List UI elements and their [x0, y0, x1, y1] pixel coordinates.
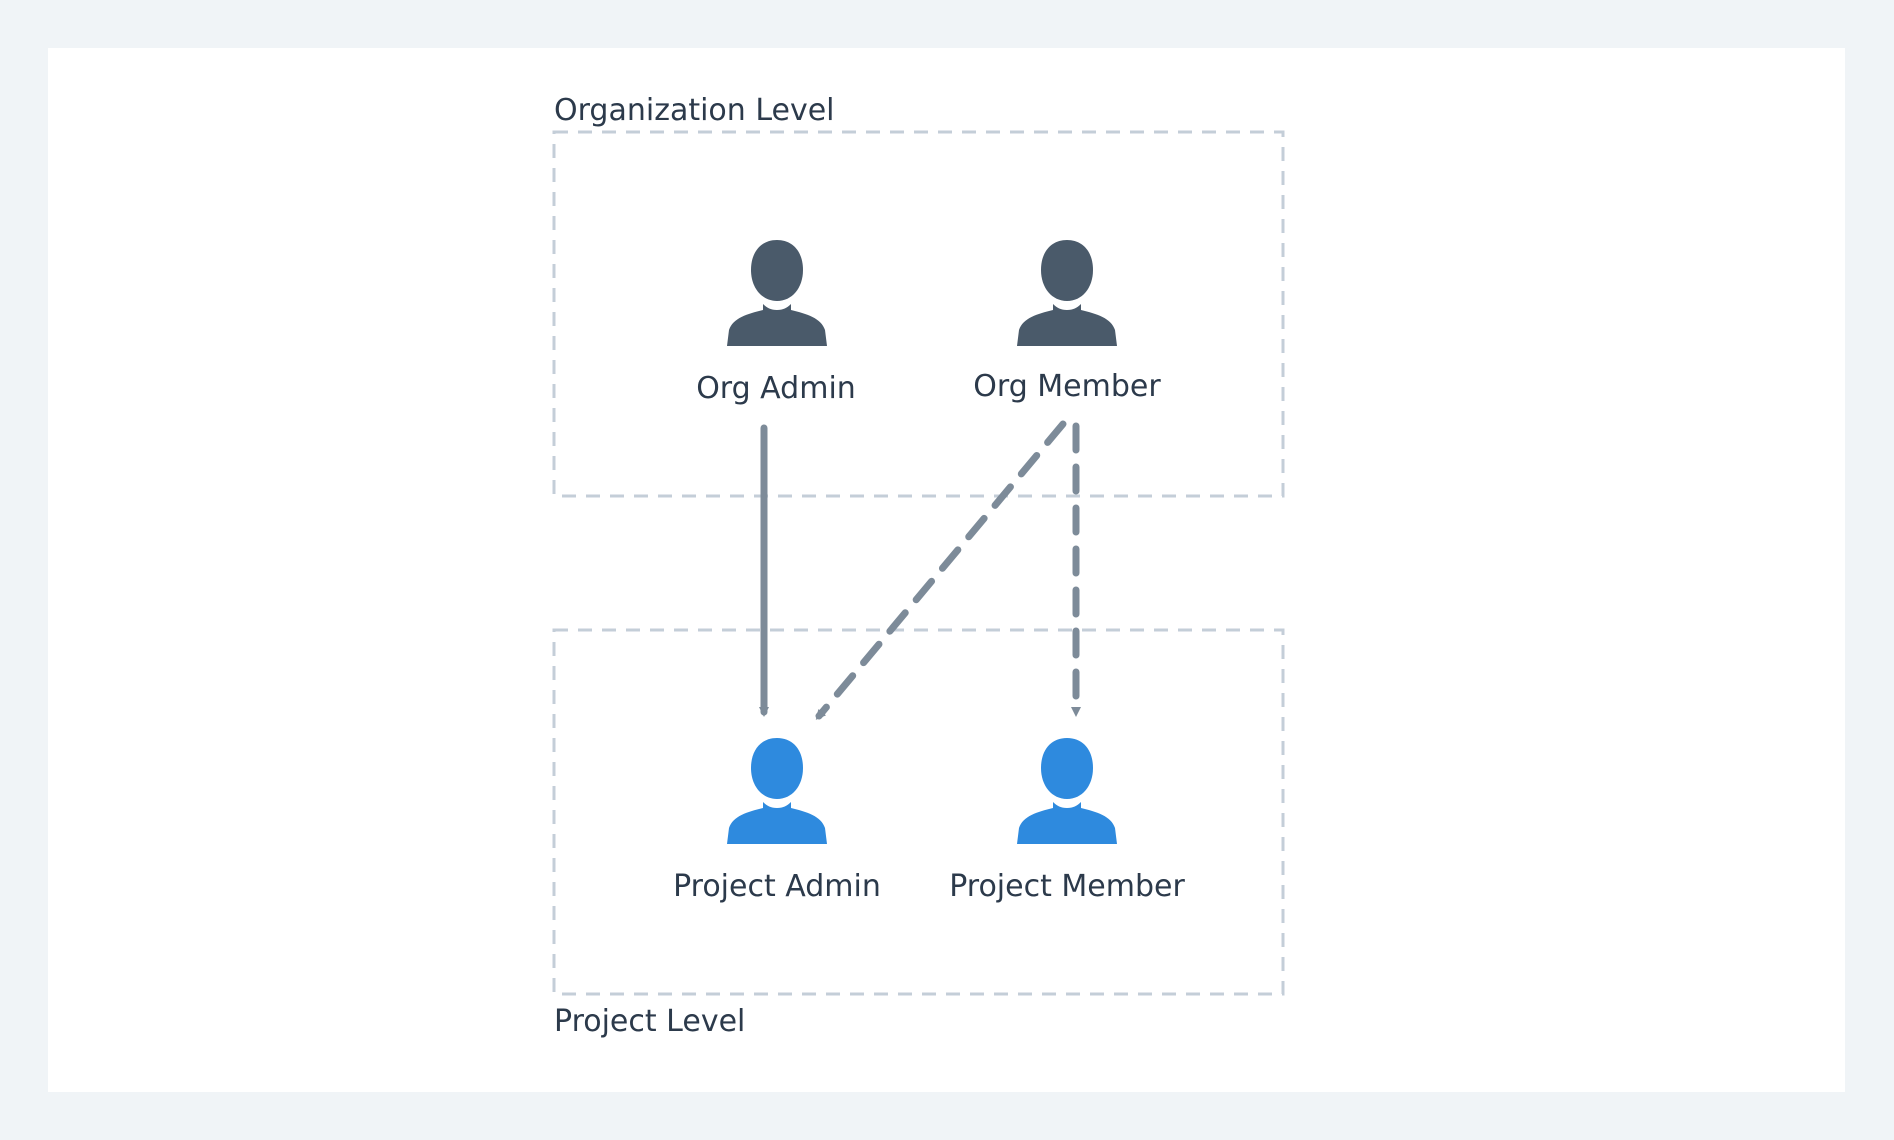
user-icon — [1017, 240, 1117, 346]
project-level-title: Project Level — [554, 1004, 745, 1039]
org-admin-label: Org Admin — [696, 371, 856, 406]
org-admin-node: Org Admin — [696, 240, 856, 406]
org-member-node: Org Member — [973, 240, 1161, 404]
edge-org-member-to-project-admin — [815, 420, 1067, 720]
project-member-label: Project Member — [949, 869, 1185, 904]
org-level-title: Organization Level — [554, 93, 835, 128]
user-icon — [727, 738, 827, 844]
project-admin-label: Project Admin — [673, 869, 881, 904]
user-icon — [727, 240, 827, 346]
project-member-node: Project Member — [949, 738, 1185, 904]
org-level-boundary — [552, 130, 1285, 498]
diagram-panel — [48, 48, 1845, 1092]
project-level-boundary — [552, 628, 1285, 996]
user-icon — [1017, 738, 1117, 844]
project-admin-node: Project Admin — [673, 738, 881, 904]
org-member-label: Org Member — [973, 369, 1161, 404]
